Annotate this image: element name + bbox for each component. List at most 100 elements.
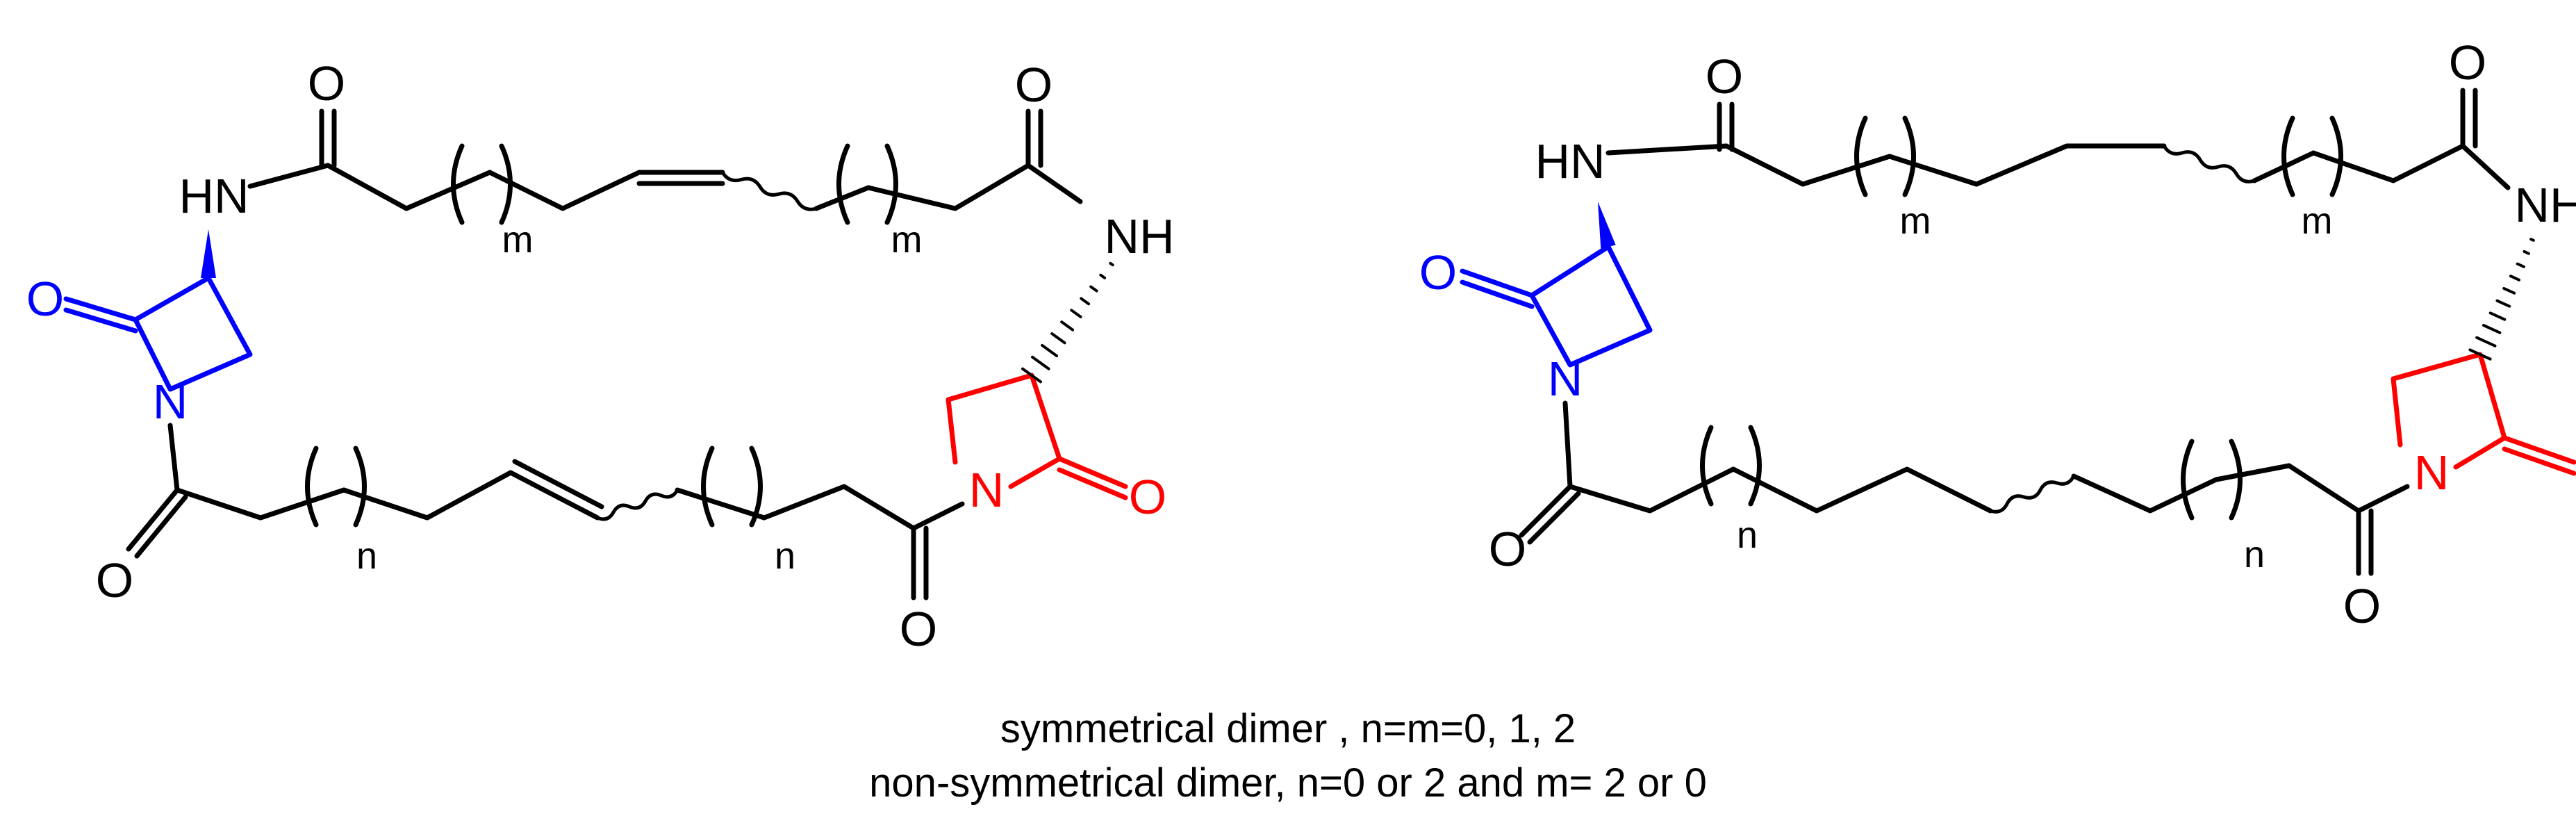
hashed-bond-stroke (2488, 311, 2507, 321)
carbon-chain (866, 163, 1031, 211)
wavy-bond (1988, 474, 2076, 514)
carbon-chain (675, 484, 916, 531)
repeat-bracket-close (1902, 115, 1916, 197)
oxygen-label-blue: O (1419, 245, 1457, 300)
hashed-bond-stroke (1031, 355, 1050, 370)
hashed-bond-stroke (1060, 320, 1075, 332)
wavy-bond (2162, 144, 2256, 183)
repeat-bracket-open (305, 446, 319, 528)
carbon-chain (2460, 143, 2511, 190)
bond (167, 423, 180, 493)
oxygen-label: O (2449, 35, 2486, 90)
repeat-bracket-open (451, 143, 465, 225)
hashed-bond-stroke (1041, 343, 1059, 357)
amide-nh-label-left: HN (1535, 134, 1605, 188)
repeat-bracket-close (1748, 425, 1762, 507)
repeat-bracket-open (1854, 115, 1868, 197)
carbon-chain (1887, 143, 2167, 187)
carbon-chain (325, 163, 493, 211)
repeat-bracket-close (2229, 439, 2243, 521)
amide-nh-label-right: NH (2514, 178, 2576, 232)
hashed-bond-stroke (1070, 309, 1082, 318)
amide-nh-label-right: NH (1104, 209, 1174, 263)
bond (1527, 491, 1581, 545)
hashed-bond-stroke (2529, 238, 2535, 242)
carbon-chain (1724, 143, 1892, 187)
carbon-chain (247, 163, 331, 189)
bond (1057, 456, 1128, 489)
carbon-chain (2311, 143, 2466, 183)
oxygen-label-blue: O (26, 272, 64, 326)
hashed-bond-stroke (2475, 336, 2497, 348)
hashed-bond-stroke (1099, 273, 1107, 279)
repeat-bracket-close (2329, 115, 2343, 197)
nitrogen-label-blue: N (1548, 352, 1583, 406)
hashed-bond-stroke (2509, 275, 2521, 281)
bond (2502, 446, 2576, 476)
hashed-bond-stroke (2482, 323, 2502, 334)
hashed-bond-stroke (2468, 348, 2492, 361)
subscript-m: m (502, 219, 534, 261)
hashed-bond-stroke (1021, 367, 1042, 384)
hashed-bond-stroke (1050, 332, 1066, 345)
bond (126, 487, 180, 552)
subscript-m: m (1900, 200, 1931, 242)
hashed-bond-stroke (2516, 262, 2525, 268)
oxygen-label-red: O (1129, 470, 1166, 524)
wedge-bond (1598, 202, 1616, 249)
bond (1057, 467, 1128, 500)
carbon-chain (1529, 244, 1653, 368)
carbon-chain (487, 170, 642, 211)
oxygen-label: O (308, 56, 345, 111)
carbon-chain (1025, 163, 1083, 204)
caption-line-1: symmetrical dimer , n=m=0, 1, 2 (1000, 706, 1576, 751)
amide-nh-label-left: HN (179, 169, 249, 223)
bond (1460, 279, 1535, 309)
bond (911, 501, 965, 531)
bond (2502, 435, 2576, 465)
oxygen-label: O (1706, 49, 1743, 104)
carbon-chain (133, 275, 253, 392)
repeat-bracket-open (2281, 115, 2295, 197)
subscript-m: m (2302, 200, 2333, 242)
subscript-n: n (1737, 514, 1758, 556)
bond (63, 307, 138, 334)
hashed-bond-stroke (2495, 299, 2511, 308)
hashed-bond-stroke (1089, 285, 1098, 293)
repeat-bracket-close (353, 446, 367, 528)
carbon-chain (1605, 143, 1729, 156)
carbon-chain (1731, 466, 1993, 514)
hashed-bond-stroke (2523, 250, 2530, 255)
oxygen-label: O (1489, 522, 1526, 576)
carbon-chain (2071, 473, 2219, 514)
oxygen-label: O (1015, 58, 1052, 112)
oxygen-label: O (900, 602, 937, 656)
hashed-bond-stroke (1109, 261, 1114, 267)
wavy-bond (720, 170, 818, 211)
bond (134, 494, 188, 559)
hashed-bond-stroke (2502, 286, 2516, 295)
nitrogen-label-blue: N (153, 375, 188, 429)
bond (1562, 400, 1573, 489)
repeat-bracket-open (701, 446, 715, 528)
bond (508, 470, 600, 521)
repeat-bracket-close (884, 143, 898, 225)
oxygen-label: O (96, 553, 133, 607)
hashed-bond-stroke (1080, 297, 1091, 306)
nitrogen-label-red: N (969, 463, 1005, 517)
bond (1519, 484, 1573, 538)
bond (63, 296, 138, 322)
bond (512, 459, 604, 509)
caption-line-2: non-symmetrical dimer, n=0 or 2 and m= 2… (869, 760, 1707, 806)
repeat-bracket-open (2181, 439, 2195, 521)
subscript-m: m (891, 219, 923, 261)
repeat-bracket-open (1700, 425, 1714, 507)
carbon-chain (2213, 463, 2361, 514)
subscript-n: n (356, 535, 377, 577)
repeat-bracket-open (836, 143, 850, 225)
carbon-chain (341, 470, 513, 521)
bond (2356, 484, 2410, 514)
molecule-drawing: OHNmmONHONOnnONOOHNmmONHONOnnONO (26, 35, 2576, 656)
subscript-n: n (775, 535, 795, 577)
